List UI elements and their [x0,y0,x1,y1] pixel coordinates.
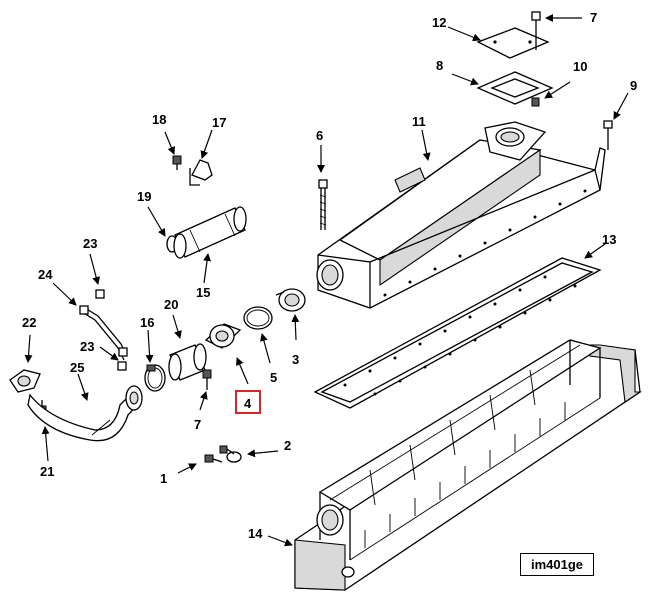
upper-cover-part [316,121,606,309]
figure-id-label: im401ge [520,553,594,576]
callout-6: 6 [316,128,323,143]
callout-12: 12 [432,15,446,30]
callout-8: 8 [436,58,443,73]
callout-17: 17 [212,115,226,130]
cover-plate-part [476,27,550,59]
callout-24: 24 [38,267,53,282]
bent-tube-part [79,305,128,361]
tube-fitting-upper-part [95,289,105,299]
callout-5: 5 [270,370,277,385]
lower-housing-part [294,339,642,591]
callout-1: 1 [160,471,167,486]
callout-25: 25 [70,360,84,375]
hose-sleeve-part [168,343,207,381]
highlight-box [235,390,261,414]
callout-21: 21 [40,464,54,479]
cylinder-tube-part [173,206,247,259]
leader-21 [41,426,50,462]
callout-9: 9 [630,78,637,93]
leader-23-bottom [99,346,119,361]
hose-clamp-part [144,364,166,392]
leader-19 [147,206,166,237]
callout-23-top: 23 [83,236,97,251]
callout-14: 14 [248,526,263,541]
callout-11: 11 [412,114,426,129]
leader-3 [291,314,300,341]
top-screw-part [531,11,541,50]
leader-18 [164,131,176,155]
leader-14 [267,535,293,547]
leader-24 [52,282,77,306]
leader-8 [451,73,479,86]
leader-lines [24,14,629,547]
leader-7-bottom [199,391,208,411]
leader-1 [177,463,197,474]
small-fitting-part [172,155,182,170]
flange-part [204,323,242,349]
spring-clip-part [189,159,213,186]
leader-4 [236,357,249,385]
callout-19: 19 [137,189,151,204]
leader-22 [24,334,33,363]
leader-13 [584,243,606,259]
gasket-part [313,257,602,409]
leader-20 [172,314,182,339]
callout-23-bottom: 23 [80,339,94,354]
leader-23-top [89,253,101,285]
leader-9 [613,92,629,120]
mounting-flange-part [9,369,41,393]
leader-5 [260,333,271,364]
callout-20: 20 [164,297,178,312]
seal-ring-part [275,288,306,312]
callout-10: 10 [573,59,587,74]
leader-11 [421,129,431,161]
leader-16 [145,329,154,363]
callout-2: 2 [284,438,291,453]
leader-2 [247,449,279,458]
callout-22: 22 [22,315,36,330]
leader-12 [447,26,481,42]
washer-bolt-part [219,445,242,463]
side-bolt-part [603,120,613,150]
o-ring-part [243,306,273,330]
callout-3: 3 [292,352,299,367]
bolt-part [204,454,223,463]
small-screw-part [202,369,212,390]
leader-15 [203,253,212,284]
callout-4: 4 [244,396,252,411]
callout-13: 13 [602,232,616,247]
leader-25 [77,373,89,401]
callout-15: 15 [196,285,210,300]
callout-labels: 1 2 3 4 5 6 7 7 8 9 10 11 12 13 14 15 16… [22,10,637,541]
bent-pipe-part [27,385,143,442]
callout-18: 18 [152,112,166,127]
tube-fitting-lower-part [117,361,127,371]
leader-17 [200,129,213,159]
callout-7-bottom: 7 [194,417,201,432]
callout-7-top: 7 [590,10,597,25]
long-bolt-part [318,179,328,230]
callout-16: 16 [140,315,154,330]
plate-gasket-part [476,71,554,105]
leader-10 [544,81,571,99]
nut-part [531,97,540,107]
